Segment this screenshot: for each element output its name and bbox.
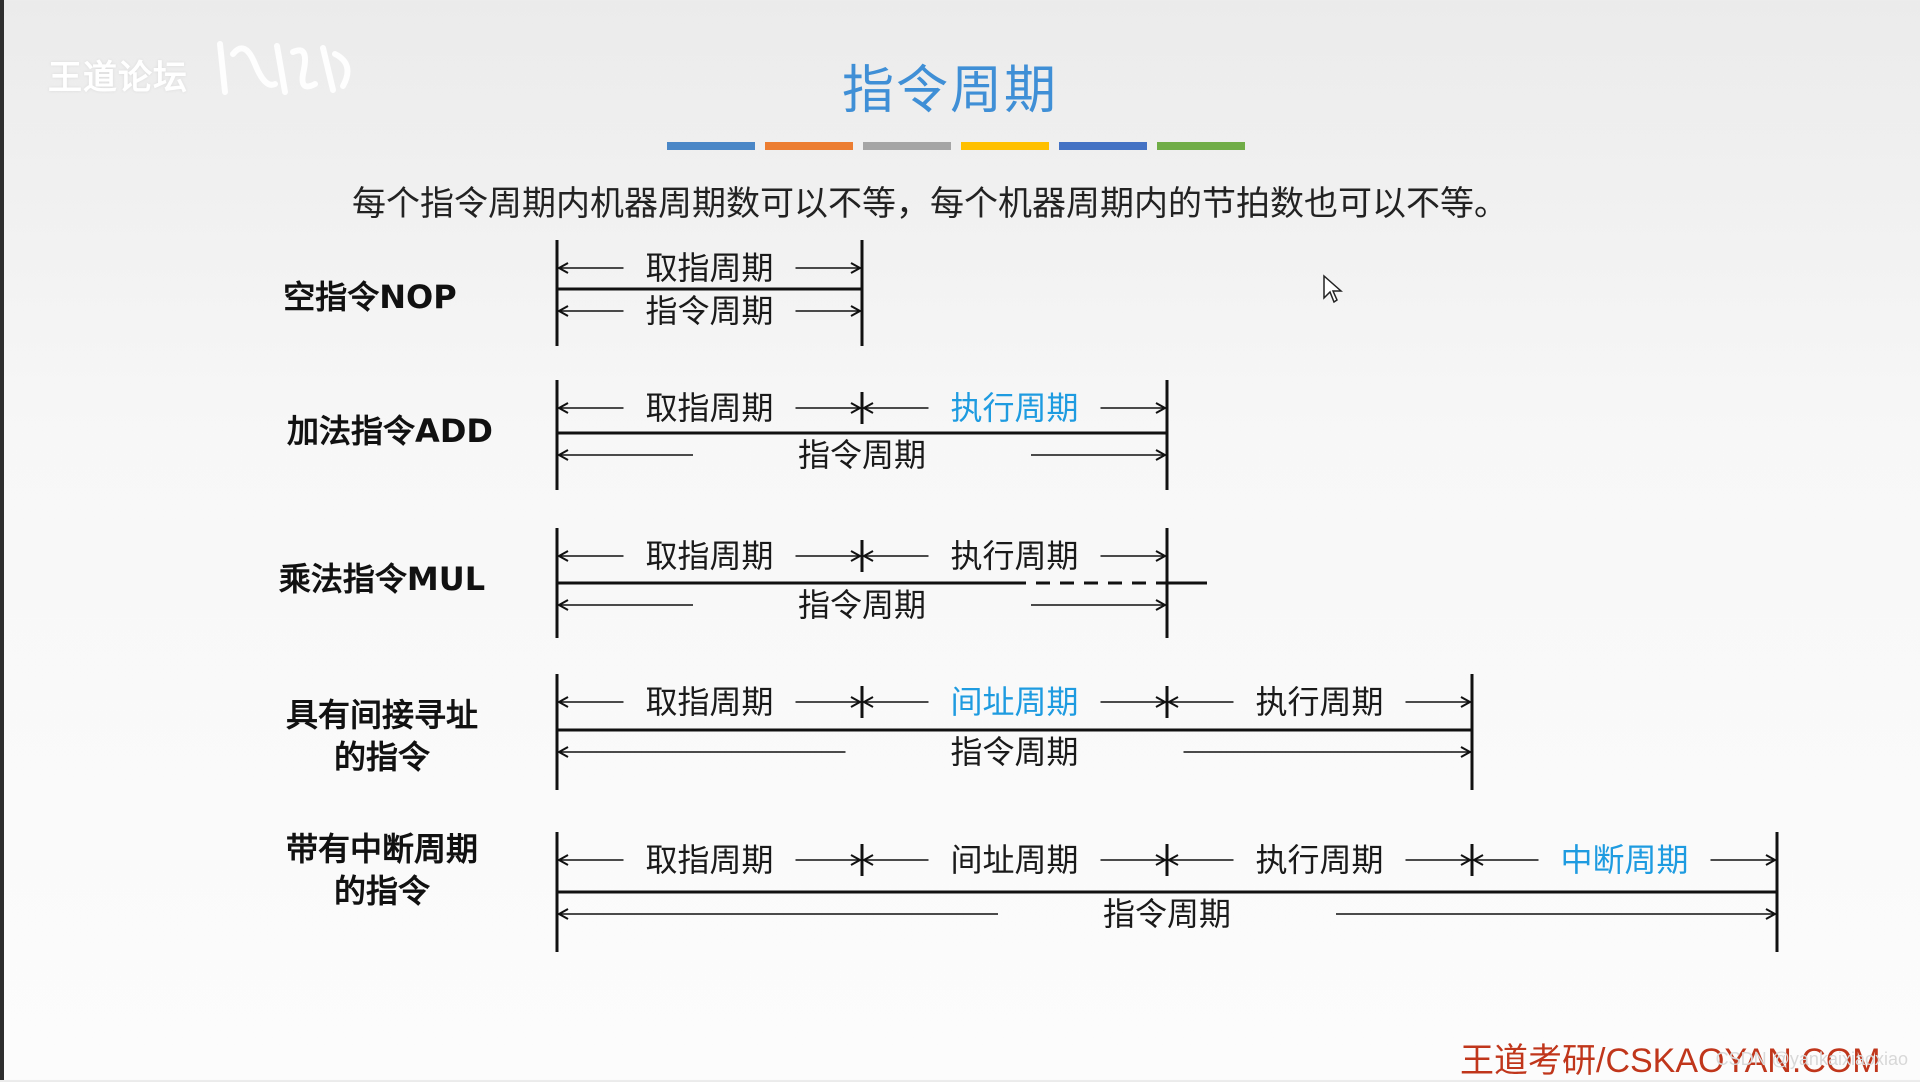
left-edge-bar xyxy=(0,0,4,1080)
right-arrow-icon xyxy=(1765,854,1778,866)
row-label-line: 的指令 xyxy=(333,738,430,776)
right-arrow-icon xyxy=(1765,908,1778,920)
footer-brand-url: /CSKAOYAN.COM xyxy=(1596,1042,1881,1080)
phase-label: 中断周期 xyxy=(1560,841,1688,879)
right-arrow-icon xyxy=(1460,746,1473,758)
right-arrow-icon xyxy=(850,305,863,317)
left-arrow-icon xyxy=(556,550,569,562)
color-bar-segment xyxy=(961,142,1049,150)
left-arrow-icon xyxy=(861,550,874,562)
watermark-signature-logo xyxy=(217,41,351,95)
subtitle: 每个指令周期内机器周期数可以不等，每个机器周期内的节拍数也可以不等。 xyxy=(352,184,1508,224)
total-label: 指令周期 xyxy=(798,436,926,474)
right-arrow-icon xyxy=(1155,402,1168,414)
footer-brand: 王道考研/CSKAOYAN.COM xyxy=(1460,1033,1881,1082)
row-label-line: 的指令 xyxy=(333,872,430,910)
left-arrow-icon xyxy=(556,402,569,414)
left-arrow-icon xyxy=(556,262,569,274)
right-arrow-icon xyxy=(850,854,863,866)
left-arrow-icon xyxy=(1471,854,1484,866)
page-title: 指令周期 xyxy=(841,61,1058,121)
mouse-cursor-icon xyxy=(1323,274,1343,304)
left-arrow-icon xyxy=(556,746,569,758)
row-label: 带有中断周期的指令 xyxy=(262,828,502,912)
right-arrow-icon xyxy=(1460,696,1473,708)
row-label: 乘法指令MUL xyxy=(262,558,502,600)
phase-label: 取指周期 xyxy=(645,537,773,575)
watermark: 王道论坛 xyxy=(48,58,188,98)
footer-brand-cn: 王道考研 xyxy=(1460,1041,1596,1081)
phase-label: 取指周期 xyxy=(645,683,773,721)
left-arrow-icon xyxy=(1166,696,1179,708)
left-arrow-icon xyxy=(556,696,569,708)
left-arrow-icon xyxy=(1166,854,1179,866)
row-label: 具有间接寻址的指令 xyxy=(262,694,502,778)
row-label-line: 空指令NOP xyxy=(283,278,457,316)
phase-label: 执行周期 xyxy=(950,389,1078,427)
total-label: 指令周期 xyxy=(645,292,773,330)
color-bar-segment xyxy=(667,142,755,150)
row-label-line: 带有中断周期 xyxy=(285,830,478,868)
left-arrow-icon xyxy=(861,854,874,866)
total-label: 指令周期 xyxy=(950,733,1078,771)
color-bar-segment xyxy=(863,142,951,150)
total-label: 指令周期 xyxy=(798,586,926,624)
left-arrow-icon xyxy=(861,696,874,708)
right-arrow-icon xyxy=(850,550,863,562)
row-label: 空指令NOP xyxy=(270,276,470,318)
row-label-line: 具有间接寻址 xyxy=(285,696,478,734)
phase-label: 执行周期 xyxy=(1255,841,1383,879)
row-label-line: 加法指令ADD xyxy=(287,412,493,450)
row-label-line: 乘法指令MUL xyxy=(278,560,486,598)
right-arrow-icon xyxy=(850,696,863,708)
phase-label: 取指周期 xyxy=(645,841,773,879)
right-arrow-icon xyxy=(1155,550,1168,562)
right-arrow-icon xyxy=(1155,854,1168,866)
right-arrow-icon xyxy=(1155,599,1168,611)
color-bar-segment xyxy=(765,142,853,150)
color-bar xyxy=(667,142,1245,150)
color-bar-segment xyxy=(1059,142,1147,150)
left-arrow-icon xyxy=(556,908,569,920)
right-arrow-icon xyxy=(1155,449,1168,461)
right-arrow-icon xyxy=(1460,854,1473,866)
right-arrow-icon xyxy=(850,262,863,274)
right-arrow-icon xyxy=(850,402,863,414)
right-arrow-icon xyxy=(1155,696,1168,708)
phase-label: 取指周期 xyxy=(645,389,773,427)
total-label: 指令周期 xyxy=(1103,895,1231,933)
left-arrow-icon xyxy=(556,305,569,317)
phase-label: 执行周期 xyxy=(1255,683,1383,721)
phase-label: 间址周期 xyxy=(950,841,1078,879)
csdn-watermark: CSDN @yankaixiaoxiao xyxy=(1715,1049,1908,1069)
phase-label: 执行周期 xyxy=(950,537,1078,575)
left-arrow-icon xyxy=(861,402,874,414)
phase-label: 取指周期 xyxy=(645,249,773,287)
row-label: 加法指令ADD xyxy=(270,410,510,452)
left-arrow-icon xyxy=(556,599,569,611)
color-bar-segment xyxy=(1157,142,1245,150)
left-arrow-icon xyxy=(556,854,569,866)
left-arrow-icon xyxy=(556,449,569,461)
phase-label: 间址周期 xyxy=(950,683,1078,721)
